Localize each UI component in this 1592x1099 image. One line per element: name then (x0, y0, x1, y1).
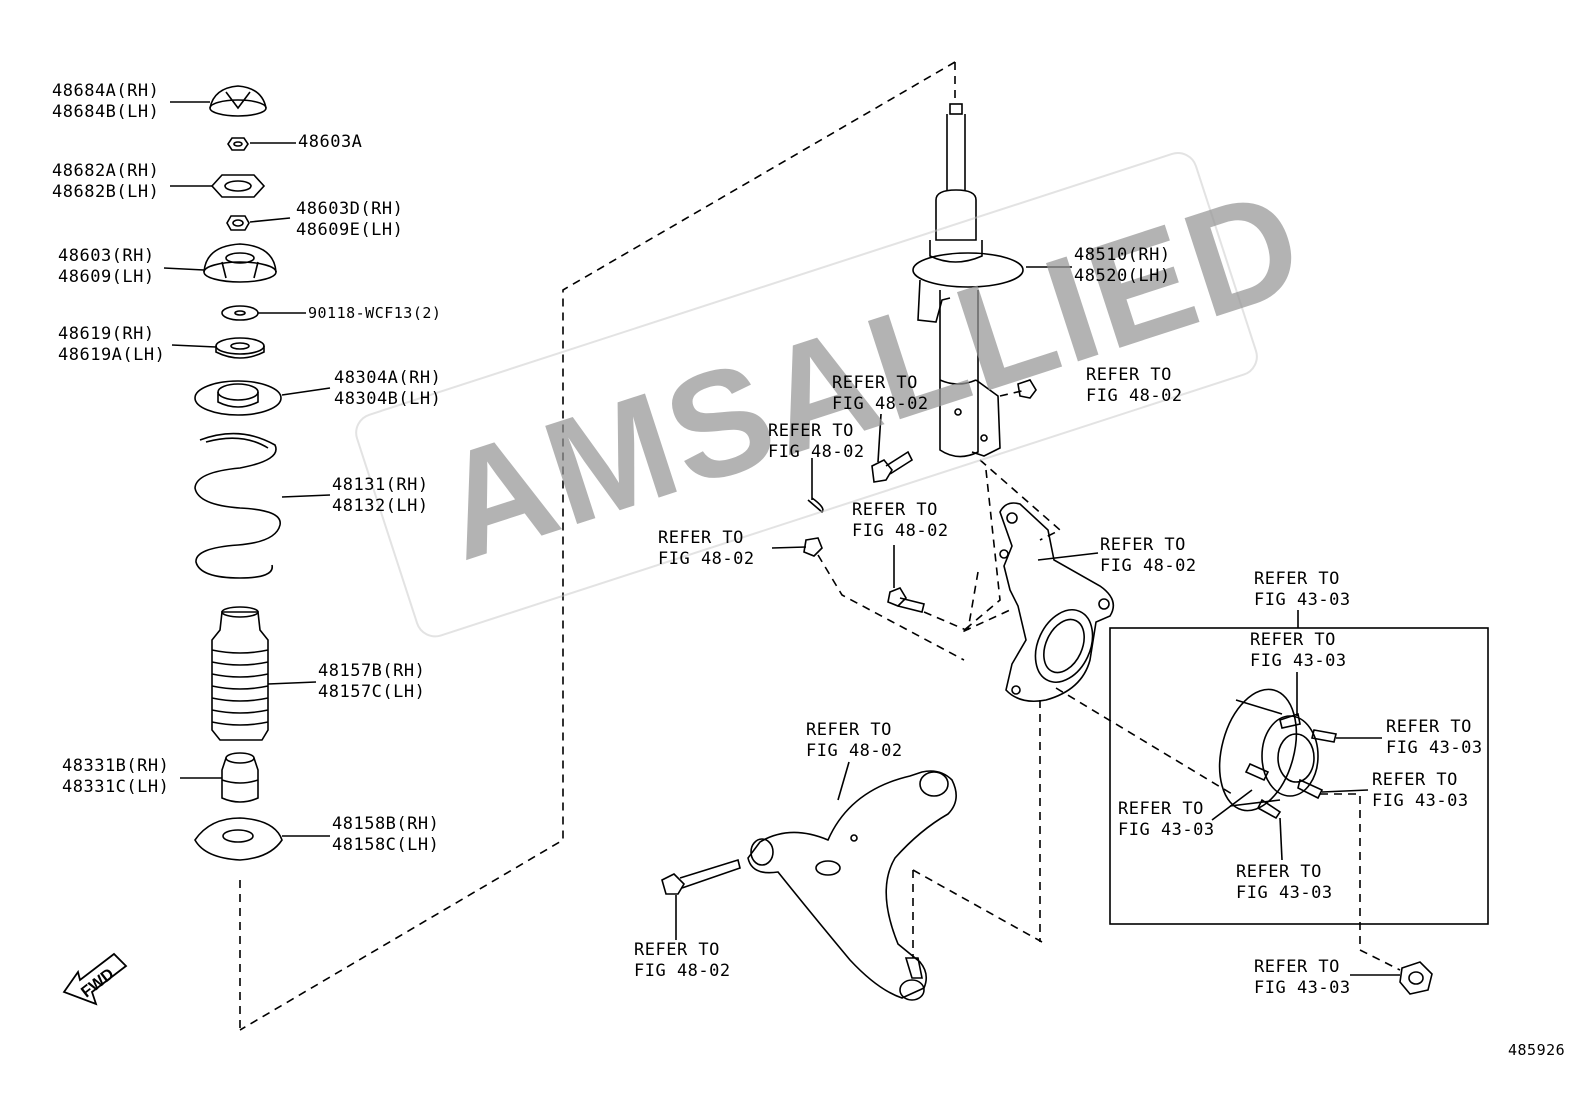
hub-bolts (1244, 712, 1337, 820)
fwd-arrow-icon (62, 952, 128, 1006)
label-48131: 48131(RH)48132(LH) (332, 475, 429, 516)
bearing-48619 (215, 337, 265, 359)
insulator-48158 (194, 817, 283, 861)
strut-bolt (871, 450, 914, 483)
label-48304: 48304A(RH)48304B(LH) (334, 368, 442, 409)
support-48603 (203, 243, 277, 283)
label-48331: 48331B(RH)48331C(LH) (62, 756, 170, 797)
plate-48682 (210, 174, 266, 198)
fwd-label: FWD (78, 965, 117, 1001)
strut-nut (1017, 379, 1037, 399)
lower-control-arm (747, 770, 957, 1001)
label-48603: 48603(RH)48609(LH) (58, 246, 155, 287)
label-48157: 48157B(RH)48157C(LH) (318, 661, 426, 702)
hub-assembly-frame (1109, 627, 1489, 925)
nut-48603A (227, 137, 249, 151)
washer-90118 (221, 305, 259, 321)
figure-number: 485926 (1508, 1041, 1566, 1059)
strut-48510 (912, 103, 1024, 458)
label-90118: 90118-WCF13(2) (308, 304, 442, 322)
arm-bolt (661, 858, 741, 895)
bearing-cap-48684 (209, 85, 267, 117)
stopper-48331 (221, 752, 259, 803)
hub-bearing (1218, 688, 1319, 812)
spring-seat-48304 (194, 380, 282, 416)
knuckle-bolt (887, 587, 925, 613)
hub-nut (1399, 961, 1433, 995)
coil-spring-48131 (194, 432, 281, 579)
steering-knuckle (999, 502, 1115, 703)
label-48603D: 48603D(RH)48609E(LH) (296, 199, 404, 240)
cotter-pin (807, 497, 824, 514)
label-48619: 48619(RH)48619A(LH) (58, 324, 166, 365)
ball-joint-nut (803, 537, 823, 557)
nut-48603D (226, 215, 250, 231)
label-48682: 48682A(RH)48682B(LH) (52, 161, 160, 202)
label-48158: 48158B(RH)48158C(LH) (332, 814, 440, 855)
label-48603A: 48603A (298, 132, 363, 152)
label-48684: 48684A(RH)48684B(LH) (52, 81, 160, 122)
bump-boot-48157 (211, 606, 269, 741)
label-48510: 48510(RH)48520(LH) (1074, 245, 1171, 286)
